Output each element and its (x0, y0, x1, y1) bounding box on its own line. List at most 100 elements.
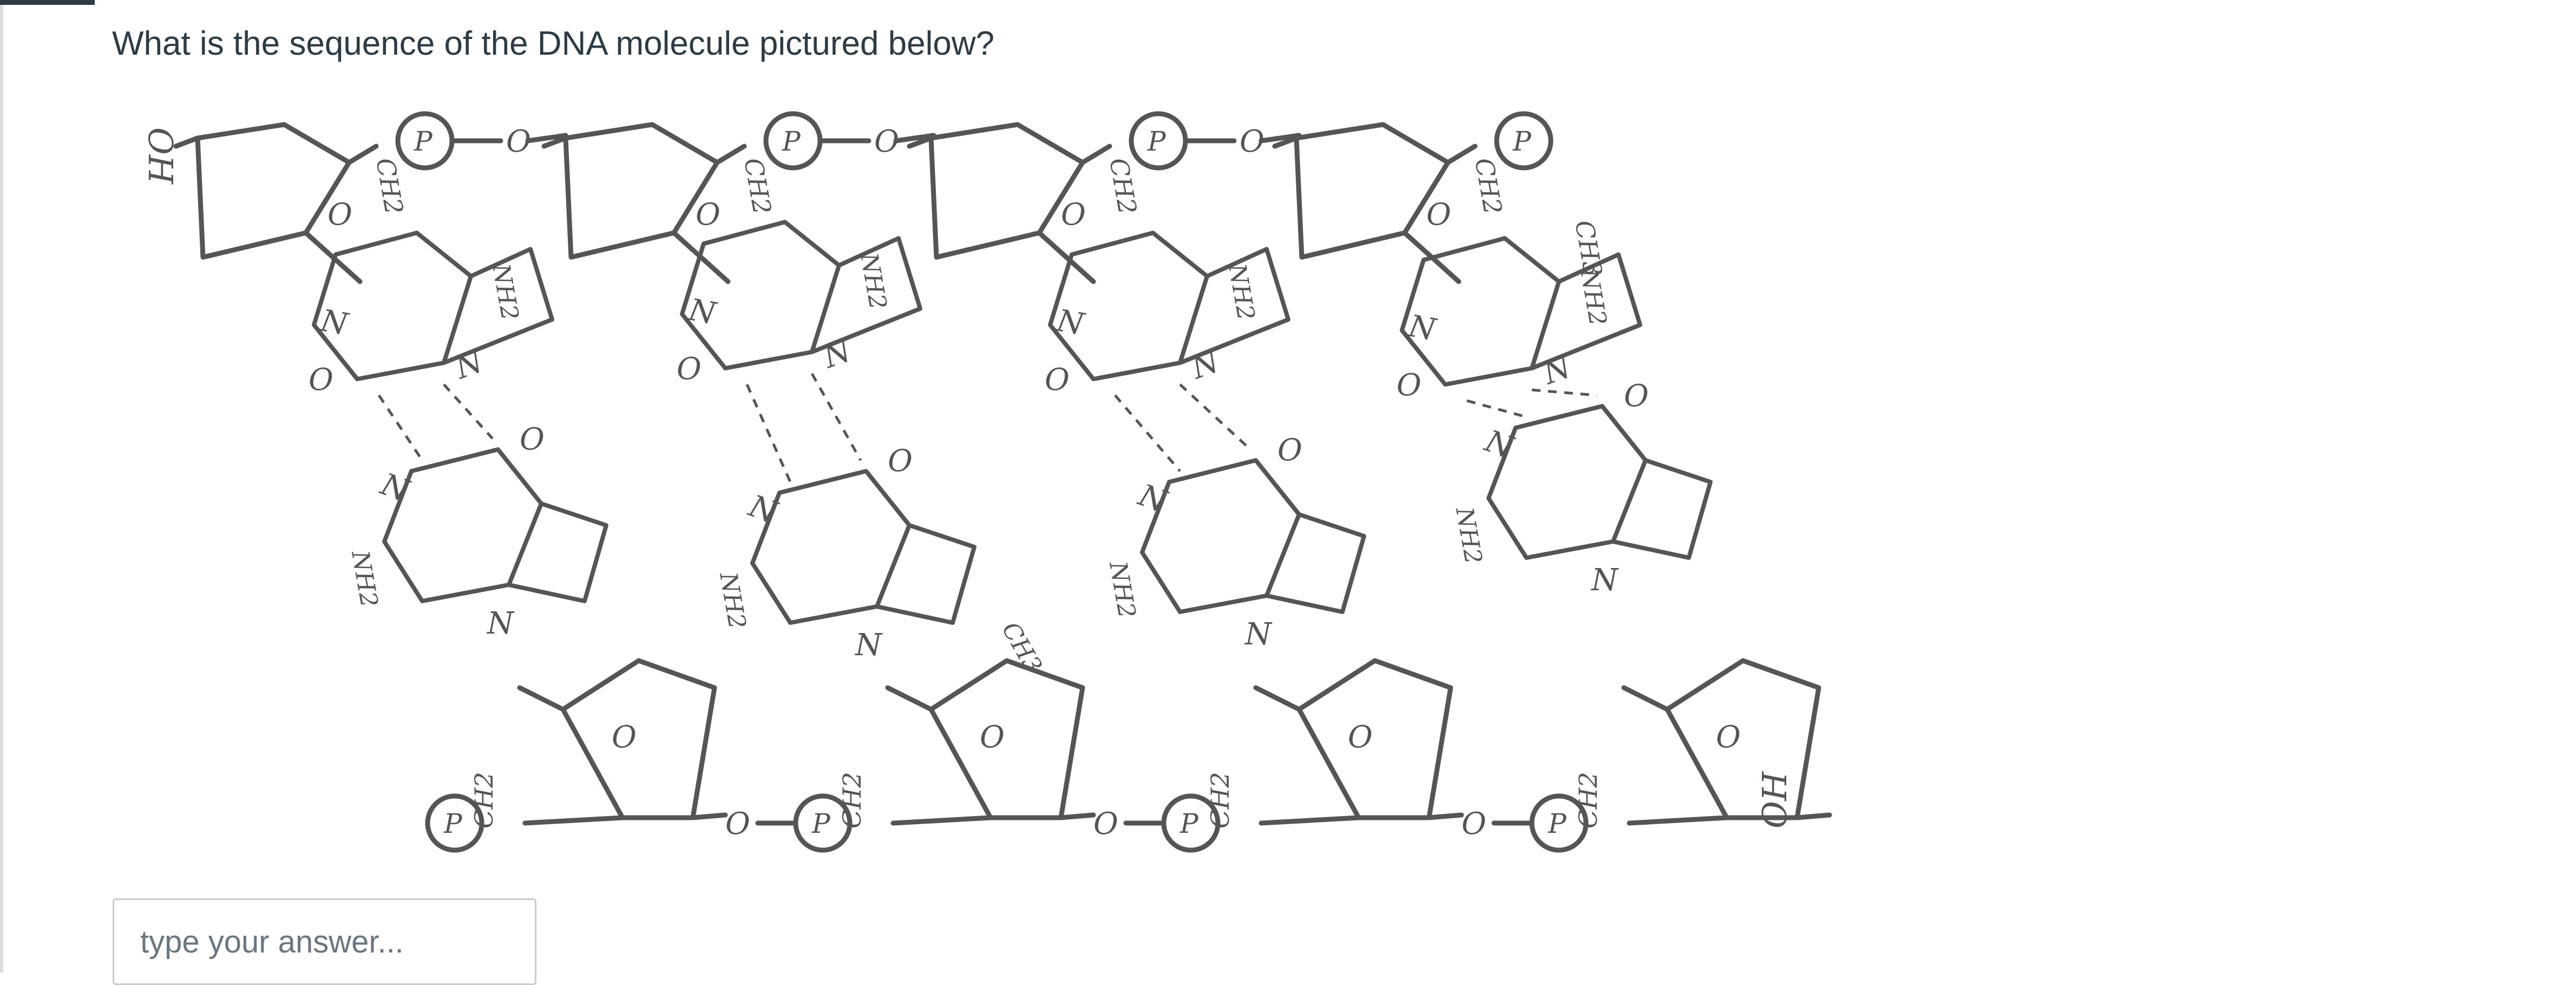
bond (1627, 815, 1729, 826)
sugar-oxygen-label: O (1426, 197, 1451, 232)
oxygen-label: O (520, 422, 545, 457)
bond (1794, 812, 1832, 820)
hydrogen-bond (1531, 388, 1597, 397)
base-ring (442, 247, 554, 365)
oxygen-label: O (888, 443, 913, 479)
hydrogen-bond (1114, 394, 1181, 472)
phosphate-label: P (1512, 126, 1532, 157)
sugar-ring (928, 122, 1085, 260)
ch2-label: CH2 (1205, 772, 1235, 829)
ch2-label: CH2 (738, 156, 777, 217)
base-ring (1530, 252, 1642, 370)
bond (522, 815, 625, 826)
base-ring (1140, 458, 1301, 614)
bond (690, 812, 728, 820)
nitrogen-label: N (1538, 349, 1577, 392)
hydrogen-bond (1179, 383, 1251, 451)
oxygen-label: O (1277, 433, 1302, 468)
nitrogen-label: N (818, 333, 857, 376)
bond (1253, 685, 1302, 712)
hydrogen-bond (745, 383, 792, 483)
linker-oxygen-label: O (506, 124, 531, 159)
nitrogen-label: N (854, 628, 883, 663)
phosphate-label: P (782, 126, 801, 157)
sugar-ring (928, 658, 1085, 820)
oxygen-label: O (1624, 379, 1649, 414)
ch2-label: CH2 (1469, 156, 1507, 217)
amine-label: NH2 (487, 261, 524, 322)
oxygen-label: O (1045, 362, 1070, 397)
linker-oxygen-label: O (1240, 124, 1264, 159)
sugar-ring (1296, 658, 1453, 820)
amine-label: NH2 (346, 548, 383, 609)
linker-oxygen-label: O (725, 806, 750, 842)
sugar-oxygen-label: O (1061, 197, 1086, 232)
bond (907, 135, 934, 149)
base-ring (750, 469, 912, 625)
bond (885, 685, 934, 712)
sugar-oxygen-label: O (1716, 720, 1741, 755)
phosphate-label: P (414, 126, 433, 157)
nitrogen-label: N (450, 344, 489, 387)
base-ring (875, 523, 976, 625)
base-pairs (312, 220, 1713, 625)
question-prompt: What is the sequence of the DNA molecule… (112, 25, 995, 62)
nitrogen-label: N (486, 606, 515, 641)
sugar-oxygen-label: O (980, 720, 1005, 755)
sugar-ring (563, 122, 720, 260)
bond (1426, 812, 1464, 820)
amine-label: NH2 (1223, 261, 1260, 322)
bond (1272, 135, 1299, 149)
answer-input[interactable] (113, 898, 536, 985)
ch2-label: CH2 (1104, 156, 1142, 217)
ch2-label: CH2 (370, 156, 409, 217)
sugar-oxygen-label: O (612, 720, 637, 755)
ch2-label: CH2 (469, 772, 499, 829)
bottom-strand (425, 658, 1832, 853)
hydrogen-bond (810, 373, 862, 461)
bond (1258, 815, 1361, 826)
amine-label: NH2 (1450, 505, 1487, 566)
bond (1445, 143, 1478, 165)
oxygen-label: O (1397, 368, 1421, 403)
methyl-label: CH3 (996, 617, 1047, 678)
sugar-ring (560, 658, 717, 820)
linker-oxygen-label: O (1093, 806, 1118, 842)
amine-label: NH2 (855, 250, 892, 311)
base-ring (810, 236, 922, 354)
base-ring (1178, 247, 1290, 365)
phosphate-label: P (443, 808, 463, 839)
oxygen-label: O (677, 351, 702, 387)
page-left-border (0, 0, 3, 973)
base-ring (507, 501, 608, 603)
base-ring (382, 447, 543, 603)
sugar-oxygen-label: O (327, 197, 352, 232)
hydrogen-bonds (377, 373, 1597, 483)
nitrogen-label: N (685, 292, 719, 331)
hydrogen-bond (443, 383, 494, 440)
phosphate-circle (425, 793, 484, 853)
nitrogen-label: N (317, 303, 351, 342)
amine-label: NH2 (1104, 559, 1141, 620)
nitrogen-label: N (1053, 303, 1087, 342)
phosphate-label: P (1548, 808, 1567, 839)
bond (1058, 812, 1096, 820)
base-ring (1611, 458, 1713, 560)
hydrogen-bond (1466, 399, 1527, 419)
bond (893, 133, 936, 143)
ch2-label: CH2 (837, 772, 867, 829)
bond (525, 133, 568, 143)
oxygen-label: O (309, 362, 333, 397)
nitrogen-label: N (1405, 308, 1439, 348)
nitrogen-label: N (1590, 563, 1619, 598)
sugar-ring (195, 122, 352, 260)
phosphate-circle (1494, 111, 1554, 171)
linker-oxygen-label: O (1461, 806, 1486, 842)
corner-tab (0, 0, 95, 5)
bond (1258, 133, 1302, 143)
amine-label: NH2 (1575, 266, 1612, 328)
base-ring (1264, 512, 1366, 614)
bond (1080, 143, 1112, 165)
